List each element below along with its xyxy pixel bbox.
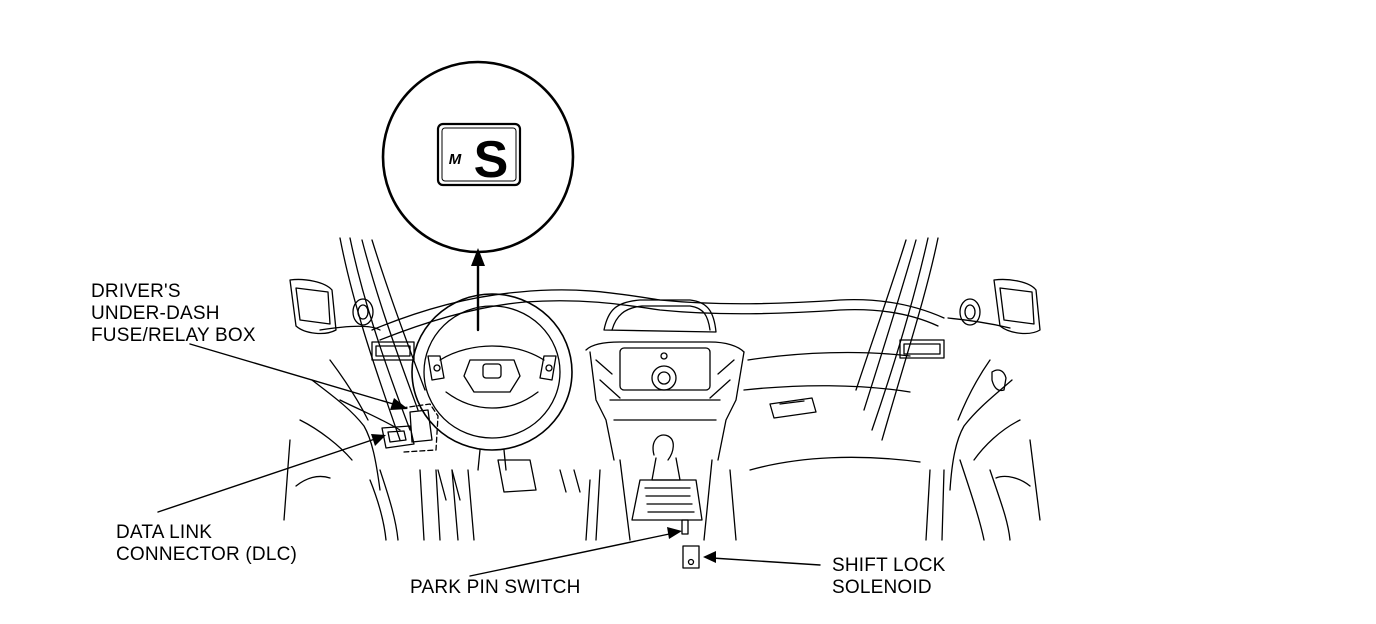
gear-position-indicator: S (474, 131, 509, 189)
gear-indicator-display (436, 122, 522, 187)
shift-lock-solenoid-symbol (682, 545, 700, 569)
callout-line: DRIVER'S (91, 281, 181, 302)
callout-line: DATA LINK (116, 522, 213, 543)
callout-line: SHIFT LOCK (832, 555, 946, 576)
callout-shift-lock-solenoid: SHIFT LOCK SOLENOID (832, 555, 946, 599)
callout-fuse-relay-box: DRIVER'S UNDER-DASH FUSE/RELAY BOX (91, 281, 256, 347)
callout-data-link-connector: DATA LINK CONNECTOR (DLC) (116, 522, 297, 566)
callout-line: FUSE/RELAY BOX (91, 325, 256, 346)
manual-mode-indicator: M (449, 151, 462, 168)
display-zoom-circle: M S (381, 60, 575, 254)
park-pin-switch-symbol (681, 519, 689, 535)
callout-line: SOLENOID (832, 577, 932, 598)
display-zoom-arrow (471, 248, 485, 332)
callout-park-pin-switch: PARK PIN SWITCH (410, 577, 581, 599)
callout-line: UNDER-DASH (91, 303, 220, 324)
callout-line: CONNECTOR (DLC) (116, 544, 298, 565)
callout-line: PARK PIN SWITCH (410, 577, 581, 598)
callout-leaders (157, 343, 821, 577)
dashboard-drawing (283, 237, 1041, 569)
